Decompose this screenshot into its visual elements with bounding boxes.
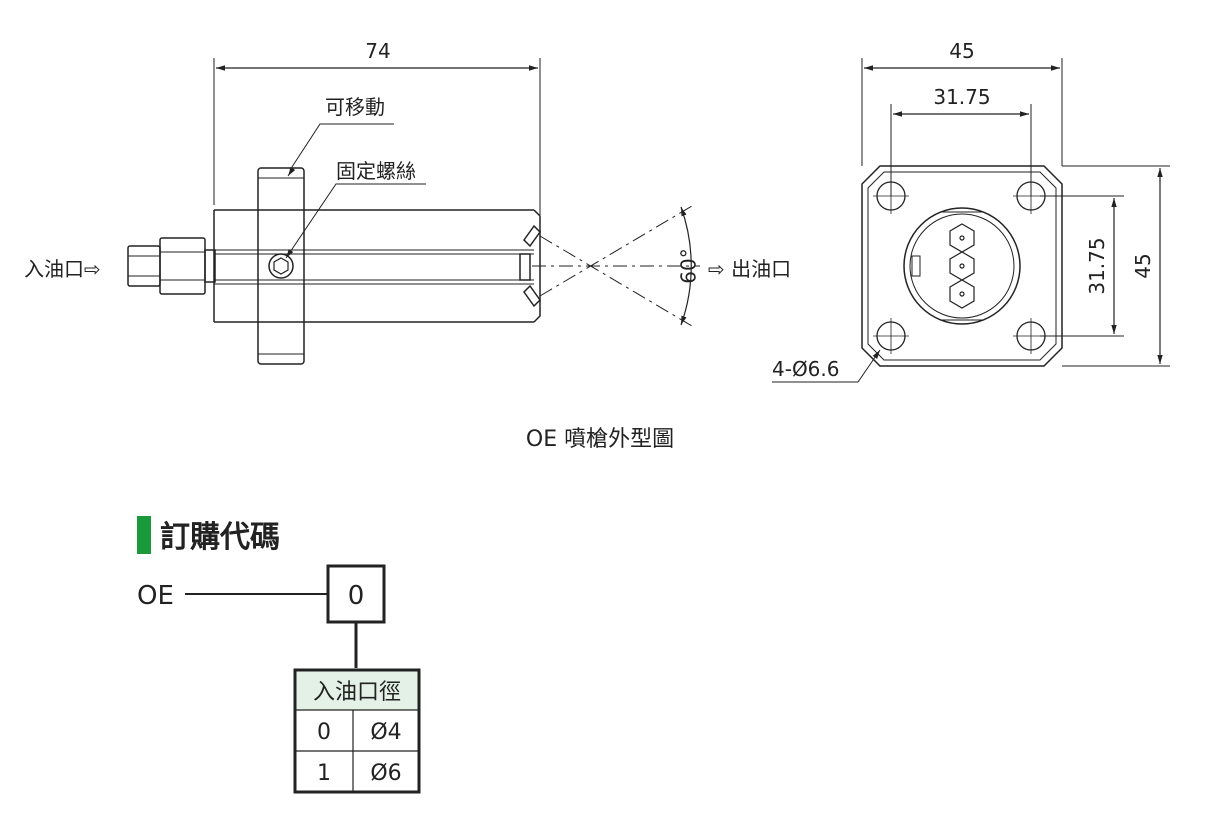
table-row-code: 0 [317,720,331,745]
label-fixed-screw: 固定螺絲 [336,159,416,183]
side-view [127,58,700,365]
dim-inner-width-label: 31.75 [933,85,990,109]
holes-label: 4-Ø6.6 [772,357,840,381]
label-inlet: 入油口⇨ [24,257,101,281]
nozzle-tips [519,224,541,308]
dim-outer-width-label: 45 [949,39,974,63]
label-movable: 可移動 [325,95,385,119]
mounting-holes [873,178,1049,354]
heading-accent-bar [137,516,151,554]
dim-outer-height-label: 45 [1131,253,1155,278]
movable-flange [257,167,305,365]
table-header-bg [295,670,419,710]
spray-cone [532,205,700,327]
table-row-value: Ø6 [370,761,401,786]
order-code-prefix: OE [137,581,174,611]
table-header: 入油口徑 [313,680,401,705]
code-box-value: 0 [348,581,365,611]
dim-inner-height-label: 31.75 [1085,237,1109,294]
leader-movable [289,123,394,171]
dim-length-label: 74 [365,39,390,63]
nozzle-head [903,207,1021,325]
label-outlet: ⇨ 出油口 [708,257,791,281]
leader-holes [772,349,881,383]
leader-fixed-screw [285,183,426,259]
nozzle-body [213,209,541,323]
angle-label: 60° [677,248,701,283]
fixed-screw [268,253,294,279]
order-code-heading: 訂購代碼 [160,520,280,555]
inlet-fitting [127,237,216,295]
table-row-code: 1 [317,761,331,786]
table-row-value: Ø4 [370,720,401,745]
mounting-plate [861,165,1063,367]
inlet-diameter-table: 入油口徑 0 Ø4 1 Ø6 [293,668,421,794]
front-view [772,58,1170,383]
angle-arc [680,206,692,326]
figure-caption: OE 噴槍外型圖 [526,427,674,452]
